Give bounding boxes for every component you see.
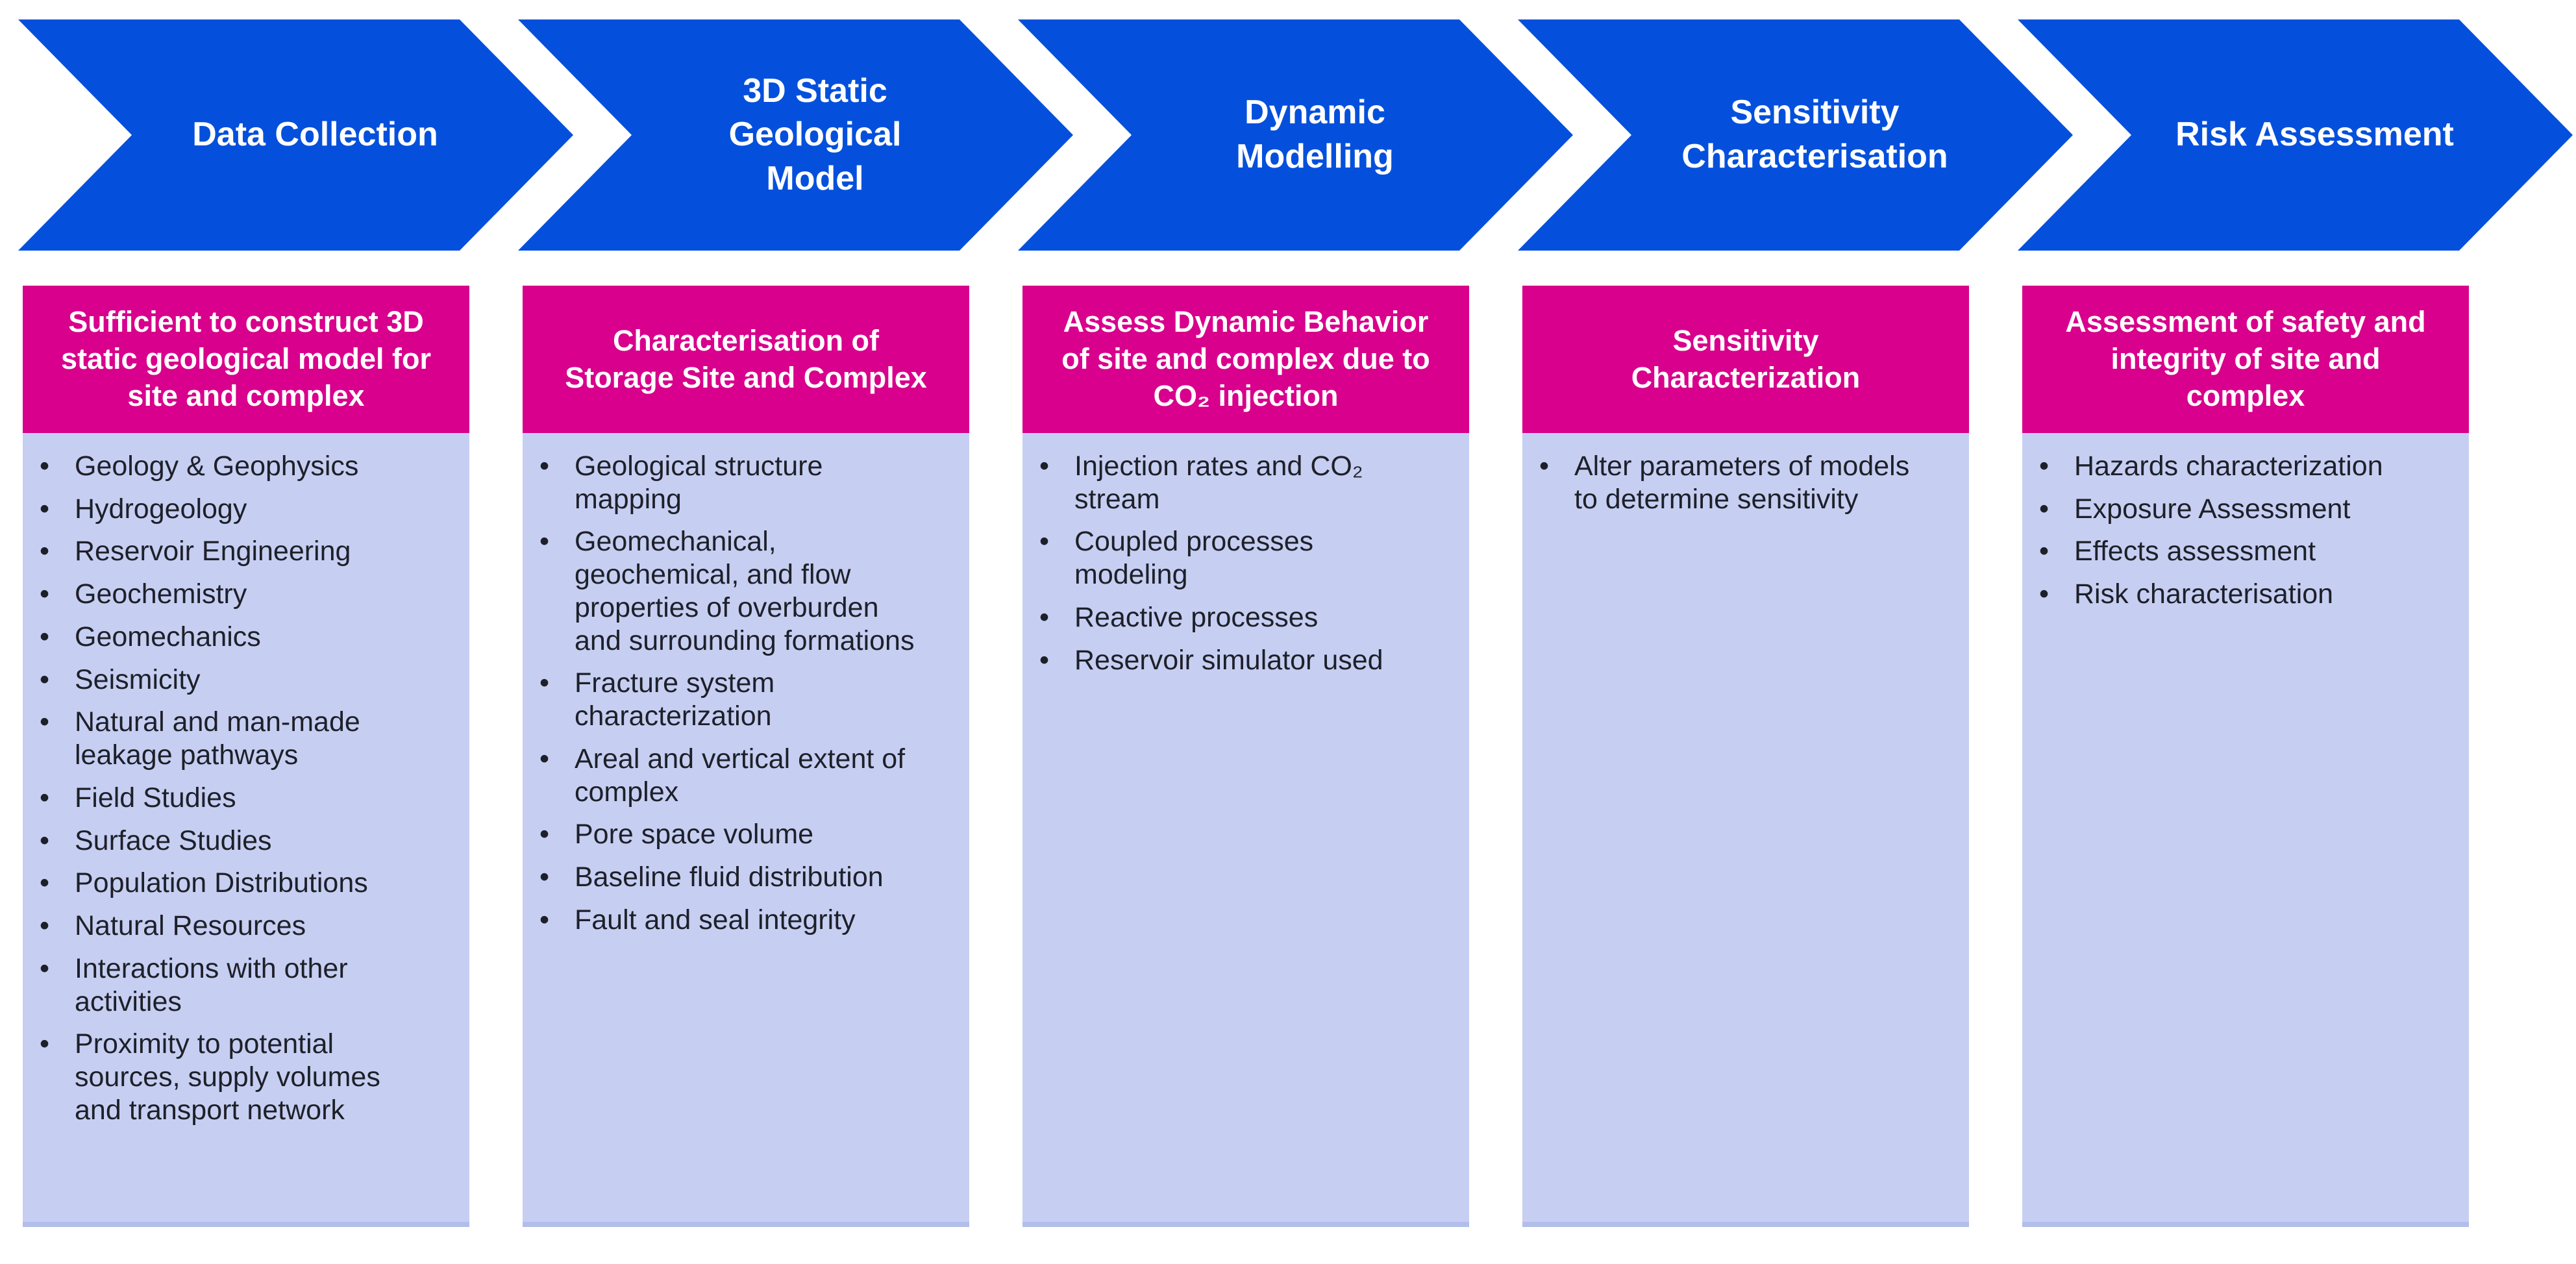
stage-arrow-dynamic-modelling: Dynamic Modelling xyxy=(1018,19,1573,251)
bullet-item: Seismicity xyxy=(23,663,469,697)
stage-header-dynamic-modelling: Assess Dynamic Behavior of site and comp… xyxy=(1022,286,1469,433)
bullet-item: Fracture system characterization xyxy=(523,667,969,732)
bullet-item: Reactive processes xyxy=(1022,601,1469,634)
stage-arrow-sensitivity-characterisation: Sensitivity Characterisation xyxy=(1518,19,2073,251)
stage-body-dynamic-modelling: Injection rates and CO₂ streamCoupled pr… xyxy=(1022,433,1469,1227)
bullet-list-sensitivity-characterisation: Alter parameters of models to determine … xyxy=(1522,450,1969,515)
bullet-item: Natural and man-made leakage pathways xyxy=(23,706,469,771)
stage-header-data-collection: Sufficient to construct 3D static geolog… xyxy=(23,286,469,433)
bullet-item: Hydrogeology xyxy=(23,493,469,526)
stage-body-risk-assessment: Hazards characterizationExposure Assessm… xyxy=(2022,433,2469,1227)
stage-body-3d-static-geological-model: Geological structure mappingGeomechanica… xyxy=(523,433,969,1227)
bullet-item: Interactions with other activities xyxy=(23,952,469,1018)
bullet-item: Surface Studies xyxy=(23,824,469,858)
bullet-item: Fault and seal integrity xyxy=(523,904,969,937)
stage-column-dynamic-modelling: Assess Dynamic Behavior of site and comp… xyxy=(1022,286,1469,1227)
bullet-item: Reservoir simulator used xyxy=(1022,644,1469,677)
stage-body-sensitivity-characterisation: Alter parameters of models to determine … xyxy=(1522,433,1969,1227)
stage-arrow-label-sensitivity-characterisation: Sensitivity Characterisation xyxy=(1681,93,1948,175)
stage-header-sensitivity-characterisation: Sensitivity Characterization xyxy=(1522,286,1969,433)
bullet-item: Reservoir Engineering xyxy=(23,535,469,568)
stage-body-data-collection: Geology & GeophysicsHydrogeologyReservoi… xyxy=(23,433,469,1227)
bullet-item: Injection rates and CO₂ stream xyxy=(1022,450,1469,515)
bullet-item: Geochemistry xyxy=(23,578,469,611)
bullet-list-dynamic-modelling: Injection rates and CO₂ streamCoupled pr… xyxy=(1022,450,1469,676)
bullet-item: Areal and vertical extent of complex xyxy=(523,743,969,808)
bullet-item: Population Distributions xyxy=(23,867,469,900)
bullet-list-3d-static-geological-model: Geological structure mappingGeomechanica… xyxy=(523,450,969,937)
bullet-item: Geological structure mapping xyxy=(523,450,969,515)
stage-header-3d-static-geological-model: Characterisation of Storage Site and Com… xyxy=(523,286,969,433)
bullet-item: Baseline fluid distribution xyxy=(523,861,969,894)
stage-column-risk-assessment: Assessment of safety and integrity of si… xyxy=(2022,286,2469,1227)
stage-arrow-label-data-collection: Data Collection xyxy=(192,116,438,154)
stage-arrow-3d-static-geological-model: 3D Static Geological Model xyxy=(518,19,1073,251)
stage-column-data-collection: Sufficient to construct 3D static geolog… xyxy=(23,286,469,1227)
bullet-list-data-collection: Geology & GeophysicsHydrogeologyReservoi… xyxy=(23,450,469,1126)
stage-header-risk-assessment: Assessment of safety and integrity of si… xyxy=(2022,286,2469,433)
bullet-item: Natural Resources xyxy=(23,910,469,943)
stage-arrow-label-risk-assessment: Risk Assessment xyxy=(2175,116,2454,154)
bullet-item: Geology & Geophysics xyxy=(23,450,469,483)
bullet-item: Field Studies xyxy=(23,782,469,815)
bullet-item: Exposure Assessment xyxy=(2022,493,2469,526)
stage-arrow-risk-assessment: Risk Assessment xyxy=(2018,19,2573,251)
bullet-item: Geomechanical, geochemical, and flow pro… xyxy=(523,525,969,657)
stage-column-3d-static-geological-model: Characterisation of Storage Site and Com… xyxy=(523,286,969,1227)
bullet-list-risk-assessment: Hazards characterizationExposure Assessm… xyxy=(2022,450,2469,611)
bullet-item: Hazards characterization xyxy=(2022,450,2469,483)
stage-arrow-label-3d-static-geological-model: 3D Static Geological Model xyxy=(728,71,902,197)
bullet-item: Coupled processes modeling xyxy=(1022,525,1469,591)
bullet-item: Pore space volume xyxy=(523,818,969,851)
bullet-item: Risk characterisation xyxy=(2022,578,2469,611)
stage-arrow-label-dynamic-modelling: Dynamic Modelling xyxy=(1236,93,1394,175)
stage-column-sensitivity-characterisation: Sensitivity Characterization Alter param… xyxy=(1522,286,1969,1227)
bullet-item: Alter parameters of models to determine … xyxy=(1522,450,1969,515)
bullet-item: Proximity to potential sources, supply v… xyxy=(23,1028,469,1126)
bullet-item: Geomechanics xyxy=(23,621,469,654)
bullet-item: Effects assessment xyxy=(2022,535,2469,568)
stage-arrow-data-collection: Data Collection xyxy=(18,19,573,251)
